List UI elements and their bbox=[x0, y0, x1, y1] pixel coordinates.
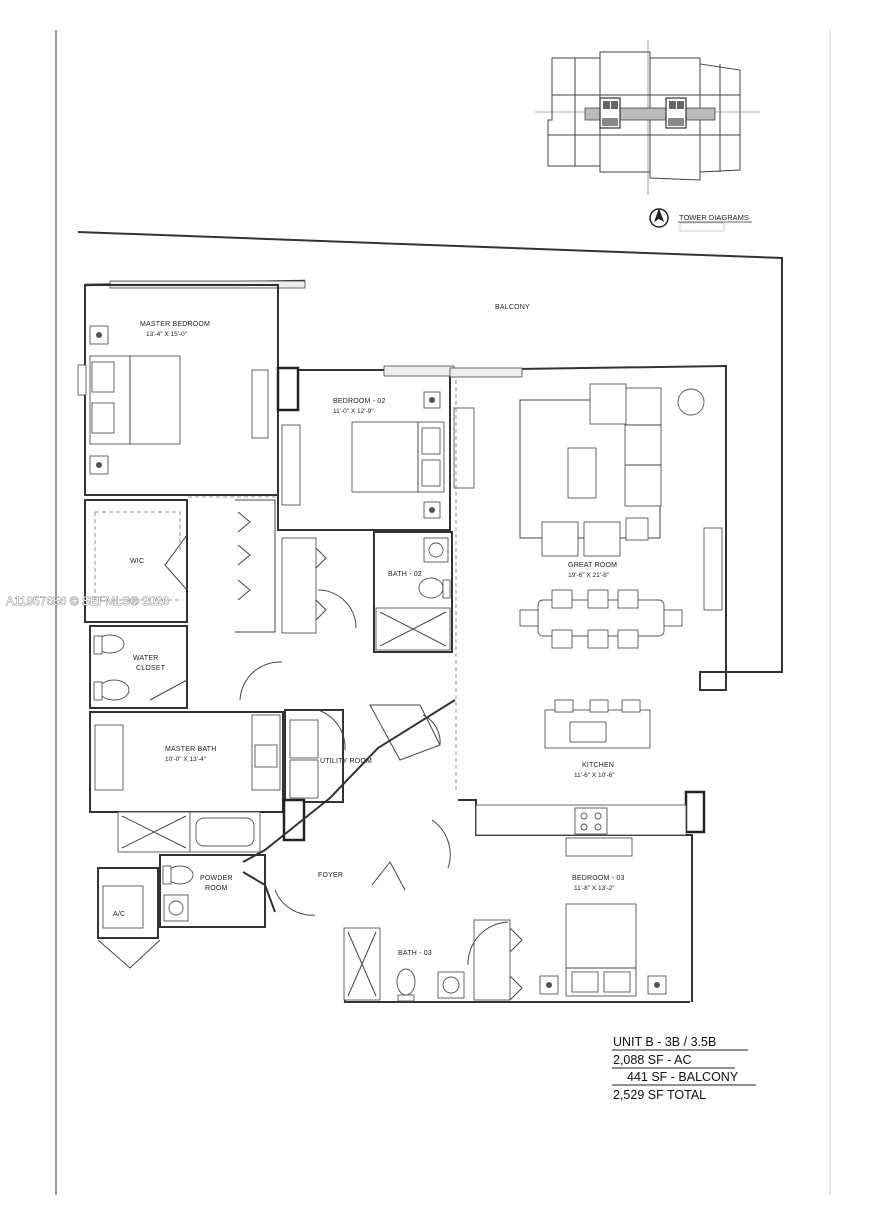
summary-ac: 2,088 SF - AC bbox=[613, 1053, 692, 1067]
room-label-foyer: FOYER bbox=[318, 872, 343, 879]
north-arrow-icon bbox=[649, 208, 669, 228]
room-label-bedroom-03: BEDROOM - 03 bbox=[572, 875, 625, 882]
room-label-wic: WIC bbox=[130, 558, 144, 565]
room-label-bath-02: BATH - 02 bbox=[388, 571, 422, 578]
summary-balcony: 441 SF - BALCONY bbox=[627, 1070, 739, 1084]
room-label-powder-room-2: ROOM bbox=[205, 885, 228, 892]
room-label-powder-room-1: POWDER bbox=[200, 875, 233, 882]
summary-unit: UNIT B - 3B / 3.5B bbox=[613, 1035, 716, 1049]
room-dims-bedroom-02: 11'-0" X 12'-9" bbox=[333, 408, 374, 415]
room-label-bath-03: BATH - 03 bbox=[398, 950, 432, 957]
room-dims-bedroom-03: 11'-8" X 13'-2" bbox=[574, 885, 615, 892]
room-label-master-bath: MASTER BATH bbox=[165, 746, 216, 753]
room-label-utility-room: UTILITY ROOM bbox=[320, 758, 372, 765]
room-dims-master-bedroom: 13'-4" X 15'-0" bbox=[146, 331, 188, 338]
room-label-great-room: GREAT ROOM bbox=[568, 562, 617, 569]
room-dims-kitchen: 11'-6" X 10'-6" bbox=[574, 772, 615, 779]
mls-watermark: A11957656 © SEFMLS® 2026 bbox=[6, 594, 169, 608]
room-label-water-closet-1: WATER bbox=[133, 655, 159, 662]
room-label-ac: A/C bbox=[113, 911, 125, 918]
tower-key-plan bbox=[535, 40, 760, 195]
room-label-water-closet-2: CLOSET bbox=[136, 665, 166, 672]
room-label-master-bedroom: MASTER BEDROOM bbox=[140, 321, 210, 328]
room-label-balcony: BALCONY bbox=[495, 304, 530, 311]
room-label-bedroom-02: BEDROOM - 02 bbox=[333, 398, 386, 405]
room-dims-master-bath: 10'-0" X 13'-4" bbox=[165, 756, 207, 763]
area-summary: UNIT B - 3B / 3.5B 2,088 SF - AC 441 SF … bbox=[612, 1035, 756, 1102]
room-dims-great-room: 19'-6" X 21'-8" bbox=[568, 572, 610, 579]
summary-total: 2,529 SF TOTAL bbox=[613, 1088, 706, 1102]
sofa bbox=[624, 387, 662, 507]
room-label-kitchen: KITCHEN bbox=[582, 762, 614, 769]
tower-diagram-label: TOWER DIAGRAMS bbox=[679, 213, 749, 222]
